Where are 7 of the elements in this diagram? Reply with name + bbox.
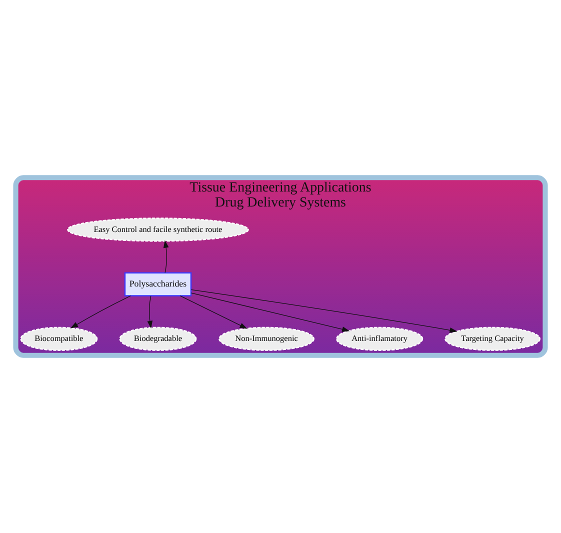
arrow: [147, 296, 153, 329]
arrow: [180, 296, 248, 329]
node-box: Polysaccharides: [124, 272, 192, 296]
arrow: [70, 296, 131, 328]
arrow: [190, 289, 458, 333]
arrow: [190, 292, 350, 332]
arrow: [163, 240, 169, 273]
